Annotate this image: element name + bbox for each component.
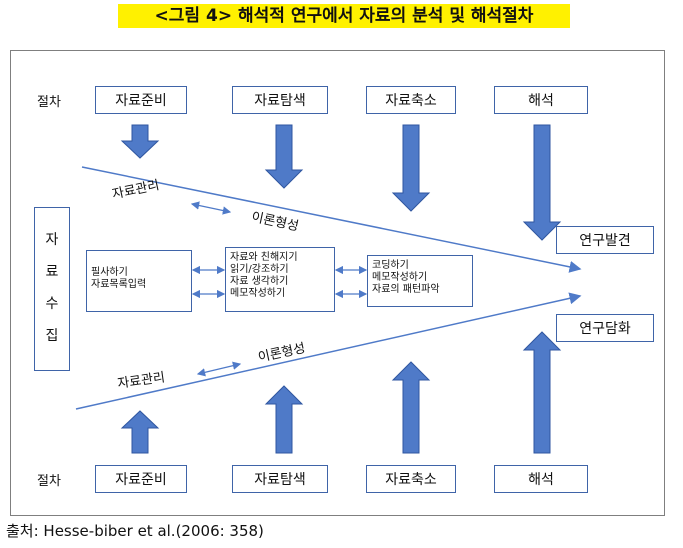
step-data-exploration-top: 자료탐색	[232, 86, 328, 114]
activity-line: 자료 생각하기	[230, 276, 289, 287]
activity-line: 코딩하기	[372, 260, 409, 271]
activity-line: 읽기/강조하기	[230, 264, 289, 275]
activity-line: 자료목록입력	[91, 279, 147, 290]
step-data-exploration-bottom: 자료탐색	[232, 465, 328, 493]
lower-converging-line	[75, 292, 582, 410]
up-arrow-reduce	[391, 361, 431, 454]
step-data-reduction-bottom: 자료축소	[366, 465, 456, 493]
data-collection-char: 수	[45, 296, 59, 312]
step-data-preparation-top: 자료준비	[95, 86, 187, 114]
figure-title: <그림 4> 해석적 연구에서 자료의 분석 및 해석절차	[118, 4, 570, 28]
data-collection-box: 자 료 수 집	[34, 207, 70, 371]
down-arrow-explore	[264, 124, 304, 189]
data-collection-char: 료	[45, 264, 59, 280]
diagram-frame	[10, 50, 665, 516]
step-data-reduction-top: 자료축소	[366, 86, 456, 114]
research-discourse-box: 연구담화	[556, 314, 654, 342]
procedure-label-top: 절차	[37, 95, 61, 110]
up-arrow-prep	[120, 410, 160, 454]
step-interpretation-bottom: 해석	[494, 465, 588, 493]
procedure-label-bottom: 절차	[37, 474, 61, 489]
step-data-preparation-bottom: 자료준비	[95, 465, 187, 493]
activity-box-coding: 코딩하기 메모작성하기 자료의 패턴파악	[367, 255, 473, 307]
up-arrow-explore	[264, 385, 304, 454]
upper-band-double-arrow	[190, 201, 232, 215]
source-citation: 출처: Hesse-biber et al.(2006: 358)	[6, 522, 264, 540]
data-collection-char: 집	[45, 328, 59, 344]
activity-line: 자료의 패턴파악	[372, 284, 440, 295]
upper-converging-line	[81, 166, 582, 273]
lower-band-double-arrow	[196, 361, 242, 377]
research-discovery-box: 연구발견	[556, 226, 654, 254]
activity-box-familiarization: 자료와 친해지기 읽기/강조하기 자료 생각하기 메모작성하기	[225, 247, 335, 312]
down-arrow-interpret	[522, 124, 562, 241]
data-collection-char: 자	[45, 232, 59, 248]
activity-box-transcription: 필사하기 자료목록입력	[86, 250, 192, 312]
activity-line: 필사하기	[91, 267, 128, 278]
activity-line: 자료와 친해지기	[230, 252, 298, 263]
activity-line: 메모작성하기	[372, 272, 428, 283]
activity-line: 메모작성하기	[230, 288, 286, 299]
down-arrow-reduce	[391, 124, 431, 212]
step-interpretation-top: 해석	[494, 86, 588, 114]
down-arrow-prep	[120, 124, 160, 159]
up-arrow-interpret	[522, 331, 562, 454]
